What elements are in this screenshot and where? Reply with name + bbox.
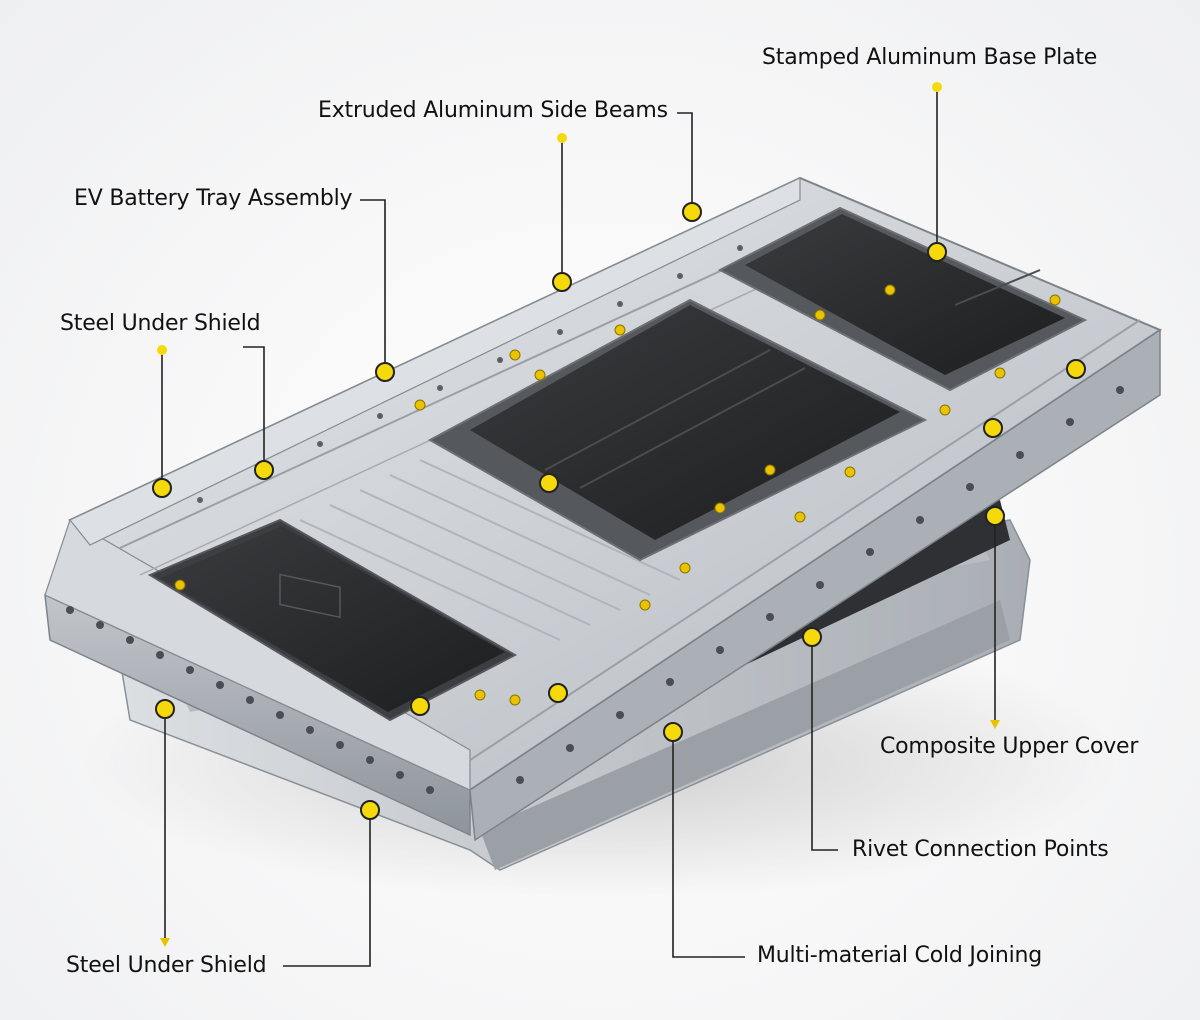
marker-extra-mid-b — [548, 683, 568, 703]
cover-panel-left — [147, 518, 518, 722]
leader-steel-under-shield-top-b — [243, 346, 265, 468]
arrow-tips — [160, 720, 1000, 947]
label-composite-upper-cover: Composite Upper Cover — [880, 734, 1139, 759]
leader-dots — [157, 82, 942, 355]
leader-lines — [161, 88, 996, 967]
marker-cold-joining — [663, 722, 683, 742]
leader-ev-tray-assembly — [360, 199, 386, 370]
label-ev-tray-assembly: EV Battery Tray Assembly — [74, 186, 353, 211]
arrow-down-icon — [160, 938, 170, 947]
label-extruded-side-beams: Extruded Aluminum Side Beams — [318, 98, 668, 123]
leader-multi-material-cold-joining — [672, 732, 745, 958]
rivet-accents — [174, 284, 1061, 714]
marker-extra-right-b — [1066, 359, 1086, 379]
label-steel-under-shield-top: Steel Under Shield — [60, 311, 261, 336]
marker-extra-left — [410, 696, 430, 716]
label-steel-under-shield-bottom: Steel Under Shield — [66, 953, 267, 978]
callout-markers — [152, 202, 1086, 820]
marker-side-beam-a — [552, 272, 572, 292]
cover-panel-middle — [427, 298, 928, 562]
label-rivet-connection-points: Rivet Connection Points — [852, 837, 1109, 862]
cover-panel-right — [717, 206, 1088, 392]
marker-side-beam-b — [682, 202, 702, 222]
arrow-down-icon — [990, 720, 1000, 729]
marker-lower-shield-b — [360, 800, 380, 820]
marker-extra-right-a — [983, 418, 1003, 438]
marker-lower-shield-a — [155, 699, 175, 719]
label-stamped-base-plate: Stamped Aluminum Base Plate — [762, 45, 1098, 70]
marker-base-plate — [927, 242, 947, 262]
marker-rivet-points — [802, 627, 822, 647]
marker-upper-cover — [985, 506, 1005, 526]
leader-rivet-connection-points — [811, 638, 838, 851]
leader-extruded-side-beams-b — [677, 112, 693, 212]
marker-tray-assembly — [375, 362, 395, 382]
label-multi-material-cold-joining: Multi-material Cold Joining — [757, 943, 1043, 968]
marker-under-shield-b — [254, 460, 274, 480]
leader-steel-under-shield-bottom-b — [283, 810, 371, 967]
marker-extra-mid — [539, 473, 559, 493]
marker-under-shield-a — [152, 478, 172, 498]
